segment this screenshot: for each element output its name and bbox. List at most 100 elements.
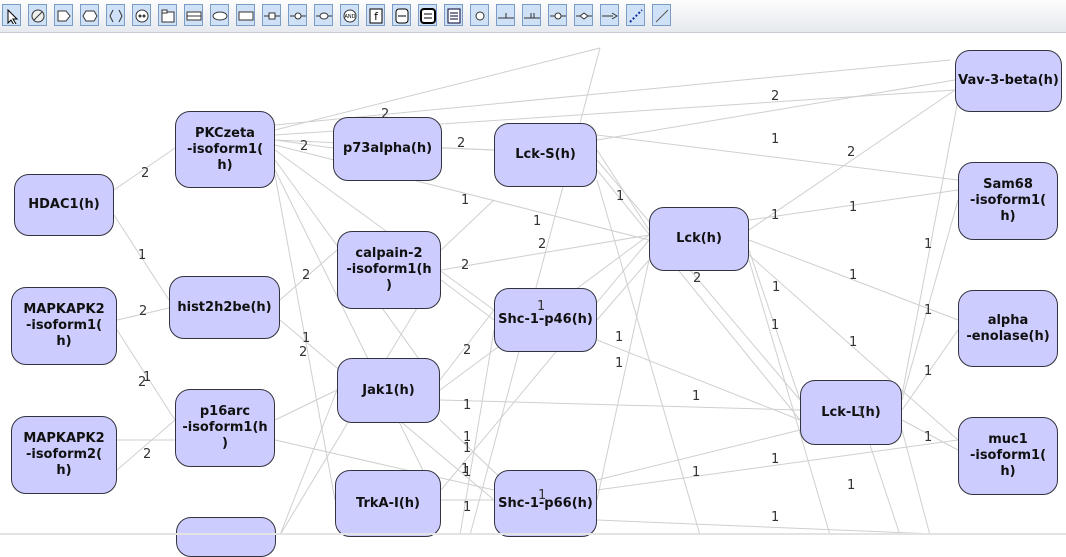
no-entry-tool-button[interactable] (28, 4, 47, 26)
node-muc1[interactable]: muc1 -isoform1( h) (958, 417, 1058, 495)
function-f-tool-button[interactable]: f (366, 4, 385, 26)
node-mapkapk2-iso2[interactable]: MAPKAPK2 -isoform2( h) (11, 416, 117, 494)
interaction-edge (748, 239, 959, 321)
node-p73alpha[interactable]: p73alpha(h) (333, 117, 442, 181)
node-shc1-p46[interactable]: Shc-1-p46(h) (494, 288, 597, 352)
node-label: alpha -enolase(h) (966, 312, 1050, 344)
interaction-edge (274, 47, 601, 131)
and-gate-tool-button[interactable]: AND (340, 4, 359, 26)
plain-line-tool-button[interactable] (652, 4, 671, 26)
node-label: p16arc -isoform1(h ) (182, 404, 268, 451)
edge-weight-label: 1 (847, 478, 856, 493)
select-arrow-tool-button[interactable] (2, 4, 21, 26)
interaction-edge (748, 254, 959, 441)
node-label: calpain-2 -isoform1(h ) (346, 246, 432, 293)
edge-arrow-tool-button[interactable] (600, 4, 619, 26)
interaction-edge (274, 439, 495, 491)
edge-weight-label: 2 (381, 107, 390, 122)
node-calpain2[interactable]: calpain-2 -isoform1(h ) (337, 231, 441, 309)
hexagon-shape-tool-button[interactable] (80, 4, 99, 26)
interaction-edge (439, 309, 495, 381)
edge-weight-label: 1 (924, 303, 933, 318)
interaction-edge (596, 169, 801, 421)
node-label: Jak1(h) (362, 382, 415, 398)
line-lens-node-icon (316, 12, 332, 20)
edge-weight-label: 1 (771, 510, 780, 525)
bracket-shape-tool-button[interactable] (106, 4, 125, 26)
folder-node-tool-button[interactable] (158, 4, 177, 26)
node-shc1-p66[interactable]: Shc-1-p66(h) (494, 470, 597, 537)
interaction-edge (439, 399, 801, 411)
node-p16arc[interactable]: p16arc -isoform1(h ) (175, 389, 275, 467)
node-label: p73alpha(h) (342, 141, 433, 156)
bold-compartment-icon (420, 8, 436, 24)
node-lck-s[interactable]: Lck-S(h) (494, 123, 597, 187)
edge-circle-icon (550, 12, 566, 20)
node-pkczeta[interactable]: PKCzeta -isoform1( h) (175, 111, 275, 188)
interaction-edge (748, 249, 801, 401)
node-label: MAPKAPK2 -isoform1( h) (23, 302, 105, 349)
node-hdac1[interactable]: HDAC1(h) (14, 174, 114, 236)
node-hist2h2be[interactable]: hist2h2be(h) (169, 276, 280, 339)
rect-bar-node-tool-button[interactable] (184, 4, 203, 26)
node-lck-l[interactable]: Lck-L(h) (800, 380, 902, 445)
interaction-edge (901, 419, 959, 451)
node-mapkapk2-iso1[interactable]: MAPKAPK2 -isoform1( h) (11, 287, 117, 365)
node-sam68[interactable]: Sam68 -isoform1( h) (958, 162, 1058, 240)
compartment-tool-button[interactable] (392, 4, 411, 26)
interaction-edge (901, 429, 931, 535)
interaction-edge (596, 159, 801, 401)
rect-node-tool-button[interactable] (236, 4, 255, 26)
interaction-edge (116, 307, 170, 321)
node-label: HDAC1(h) (28, 197, 100, 212)
edge-weight-label: 1 (143, 370, 152, 385)
bold-compartment-tool-button[interactable] (418, 4, 437, 26)
edge-weight-label: 2 (299, 345, 308, 360)
line-lens-node-tool-button[interactable] (314, 4, 333, 26)
edge-weight-label: 2 (538, 237, 547, 252)
network-canvas[interactable] (0, 36, 1066, 535)
complex-node-tool-button[interactable] (132, 4, 151, 26)
node-lck[interactable]: Lck(h) (649, 207, 749, 271)
interaction-edge (279, 249, 338, 301)
node-vav3[interactable]: Vav-3-beta(h) (955, 50, 1062, 112)
dotted-line-tool-button[interactable] (626, 4, 645, 26)
edge-weight-label: 2 (302, 268, 311, 283)
complex-node-icon (135, 9, 149, 23)
node-alpha-enolase[interactable]: alpha -enolase(h) (958, 290, 1058, 367)
edge-tick-icon (498, 13, 514, 19)
edge-weight-label: 1 (463, 441, 472, 456)
node-label: PKCzeta -isoform1( h) (186, 125, 264, 173)
node-label: TrkA-I(h) (356, 495, 420, 511)
edge-diamond-icon (576, 12, 592, 20)
edge-weight-label: 1 (537, 299, 546, 314)
circle-node-tool-button[interactable] (470, 4, 489, 26)
interaction-edge (440, 239, 650, 491)
svg-text:f: f (374, 10, 379, 23)
line-rect-node-tool-button[interactable] (262, 4, 281, 26)
dotted-line-icon (629, 9, 643, 23)
edge-double-tick-tool-button[interactable] (522, 4, 541, 26)
edge-weight-label: 1 (692, 465, 701, 480)
lens-node-tool-button[interactable] (210, 4, 229, 26)
edge-diamond-tool-button[interactable] (574, 4, 593, 26)
select-arrow-icon (7, 8, 19, 24)
edge-circle-tool-button[interactable] (548, 4, 567, 26)
edge-tick-tool-button[interactable] (496, 4, 515, 26)
node-col2-bottom[interactable] (176, 517, 276, 557)
node-label: Shc-1-p66(h) (498, 495, 593, 511)
edge-arrow-icon (602, 12, 618, 20)
edge-weight-label: 2 (143, 447, 152, 462)
edge-weight-label: 1 (849, 268, 858, 283)
edge-weight-label: 2 (693, 271, 702, 286)
hexagon-shape-icon (82, 10, 98, 22)
node-trka[interactable]: TrkA-I(h) (335, 470, 441, 537)
interaction-edge (901, 199, 959, 401)
edge-weight-label: 2 (139, 304, 148, 319)
line-circle-node-tool-button[interactable] (288, 4, 307, 26)
tag-shape-tool-button[interactable] (54, 4, 73, 26)
line-circle-node-icon (290, 12, 306, 20)
edge-weight-label: 1 (771, 318, 780, 333)
document-tool-button[interactable] (444, 4, 463, 26)
node-jak1[interactable]: Jak1(h) (337, 358, 440, 423)
